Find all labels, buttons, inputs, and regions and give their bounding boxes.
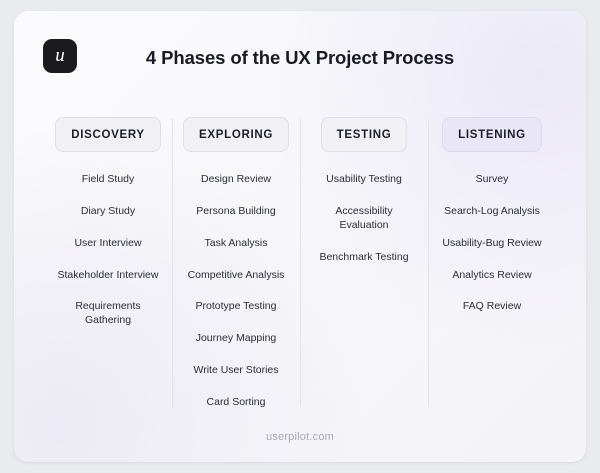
list-item: Analytics Review xyxy=(452,268,532,281)
phase-items-listening: Survey Search-Log Analysis Usability-Bug… xyxy=(432,173,552,314)
list-item: Competitive Analysis xyxy=(187,268,285,281)
list-item: Field Study xyxy=(81,173,135,185)
phase-column-exploring: EXPLORING Design Review Persona Building… xyxy=(172,117,300,428)
phases-container: DISCOVERY Field Study Diary Study User I… xyxy=(44,117,556,428)
phase-items-discovery: Field Study Diary Study User Interview S… xyxy=(48,173,168,328)
phase-column-testing: TESTING Usability Testing Accessibility … xyxy=(300,117,428,428)
list-item: Search-Log Analysis xyxy=(444,204,540,217)
list-item: User Interview xyxy=(74,236,142,249)
phase-label-testing: TESTING xyxy=(320,117,408,152)
userpilot-logo-icon: u xyxy=(43,39,77,73)
list-item: Journey Mapping xyxy=(195,332,277,345)
list-item: Persona Building xyxy=(196,204,276,217)
phase-column-discovery: DISCOVERY Field Study Diary Study User I… xyxy=(44,117,172,428)
phase-items-exploring: Design Review Persona Building Task Anal… xyxy=(176,173,296,410)
list-item: Benchmark Testing xyxy=(319,250,409,263)
phase-items-testing: Usability Testing Accessibility Evaluati… xyxy=(304,173,424,264)
list-item: Requirements Gathering xyxy=(75,300,141,327)
list-item: Usability Testing xyxy=(326,173,402,185)
list-item: Task Analysis xyxy=(204,236,268,249)
phase-label-discovery: DISCOVERY xyxy=(55,117,161,152)
phase-label-listening: LISTENING xyxy=(442,117,542,152)
list-item: Diary Study xyxy=(80,204,136,217)
footer-brand: userpilot.com xyxy=(265,431,334,443)
list-item: Prototype Testing xyxy=(195,300,277,313)
list-item: Stakeholder Interview xyxy=(57,268,159,281)
infographic-card: u 4 Phases of the UX Project Process DIS… xyxy=(14,11,586,462)
list-item: FAQ Review xyxy=(462,300,522,313)
phase-column-listening: LISTENING Survey Search-Log Analysis Usa… xyxy=(428,117,556,428)
list-item: Usability-Bug Review xyxy=(442,236,542,249)
list-item: Write User Stories xyxy=(193,364,279,377)
list-item: Survey xyxy=(475,173,509,185)
page-title: 4 Phases of the UX Project Process xyxy=(145,47,455,68)
list-item: Accessibility Evaluation xyxy=(335,204,393,231)
list-item: Design Review xyxy=(200,173,272,185)
list-item: Card Sorting xyxy=(206,396,266,409)
phase-label-exploring: EXPLORING xyxy=(182,117,290,152)
